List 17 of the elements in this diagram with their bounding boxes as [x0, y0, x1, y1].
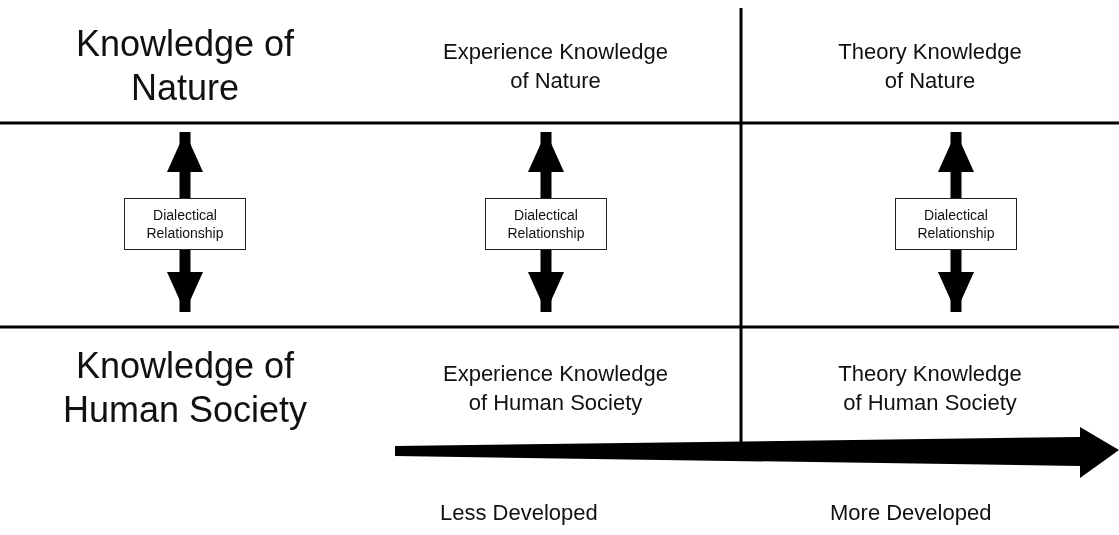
arrow [938, 132, 974, 198]
axis-label: More Developed [830, 500, 992, 526]
relationship-label: Dialectical Relationship [485, 198, 607, 250]
heading-text: Experience Knowledge of Human Society [441, 360, 669, 417]
relationship-label: Dialectical Relationship [124, 198, 246, 250]
heading-text: Theory Knowledge of Human Society [837, 360, 1023, 417]
heading-text: Theory Knowledge of Nature [837, 38, 1023, 95]
axis-label: Less Developed [440, 500, 598, 526]
arrow [528, 132, 564, 198]
heading-text: Knowledge of Human Society [61, 344, 309, 432]
heading-text: Knowledge of Nature [75, 22, 295, 110]
arrow [938, 250, 974, 312]
heading-text: Experience Knowledge of Nature [441, 38, 669, 95]
arrow [167, 132, 203, 198]
arrow [528, 250, 564, 312]
relationship-label: Dialectical Relationship [895, 198, 1017, 250]
arrow [167, 250, 203, 312]
